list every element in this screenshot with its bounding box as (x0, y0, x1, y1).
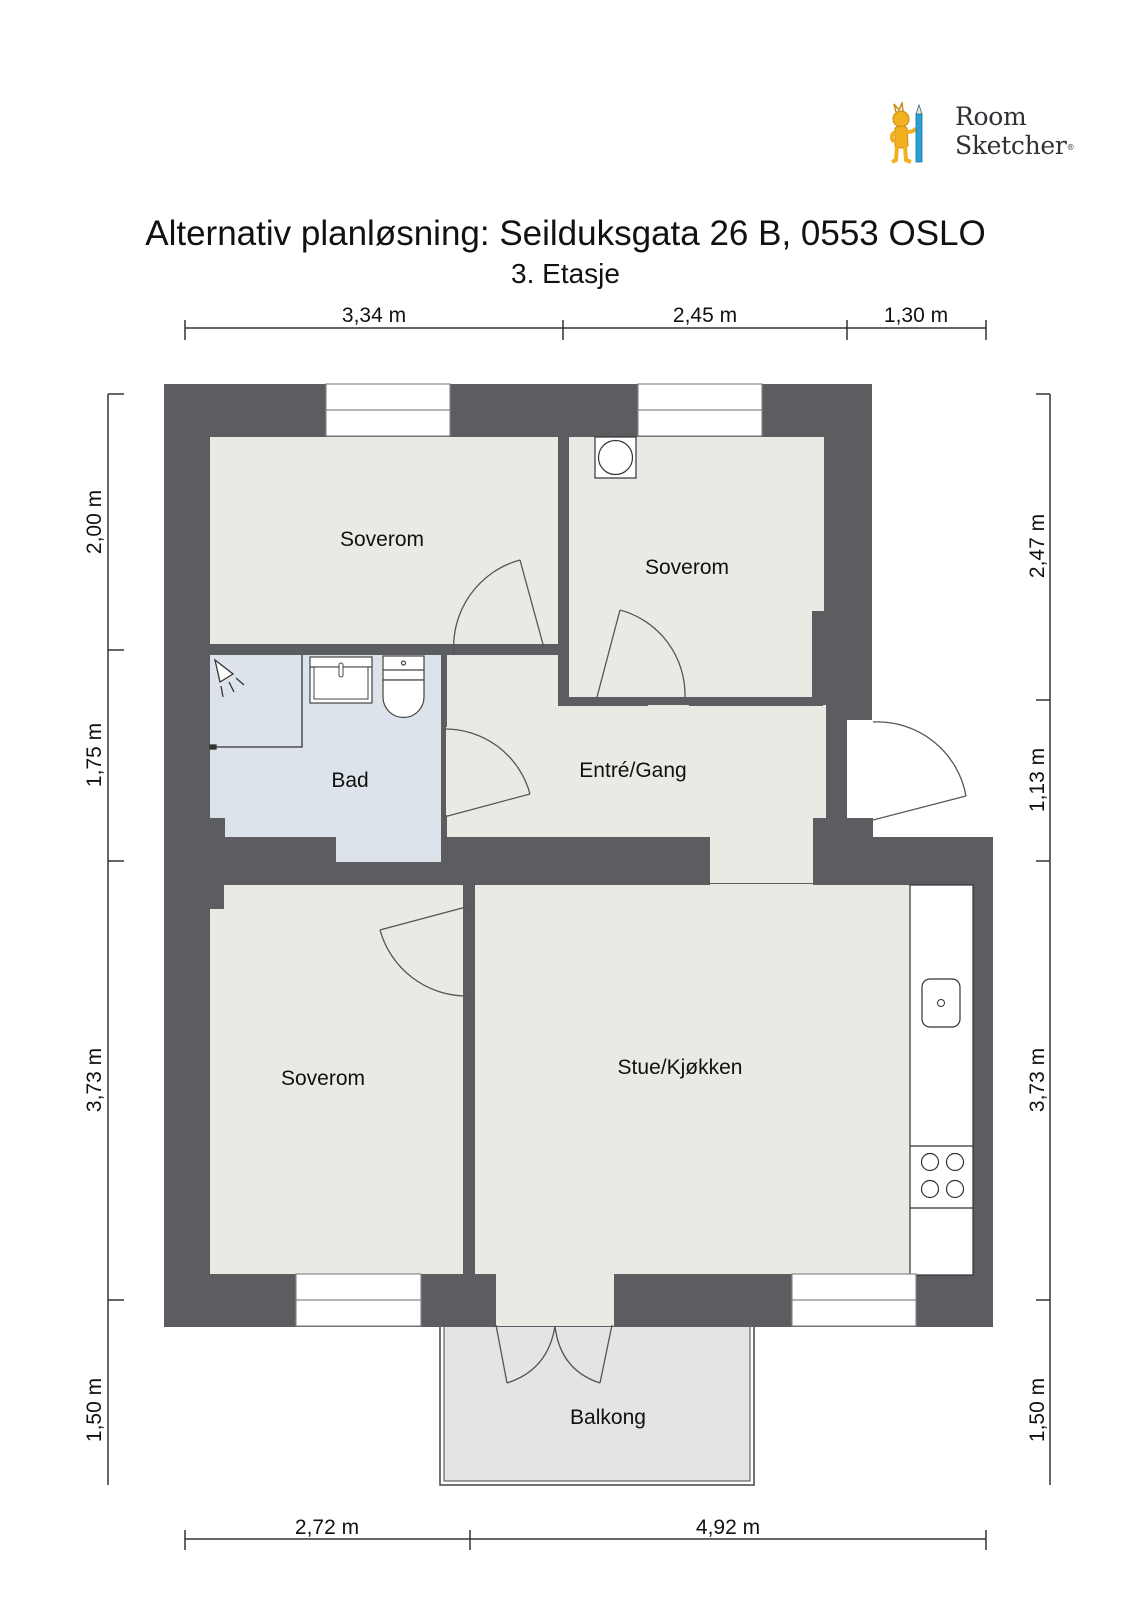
sink-icon (309, 656, 373, 704)
dim-left-4: 1,50 m (83, 1378, 106, 1442)
dim-bottom-2: 4,92 m (696, 1516, 760, 1539)
room-label-bedroom-1: Soverom (340, 528, 424, 551)
room-floor-bedroom-2 (569, 437, 824, 697)
dimension-top (184, 320, 987, 340)
room-label-balcony: Balkong (570, 1406, 646, 1429)
room-label-living-kitchen: Stue/Kjøkken (618, 1056, 743, 1079)
dim-top-2: 2,45 m (673, 304, 737, 327)
door-bedroom-1 (452, 559, 545, 656)
door-bedroom-2 (596, 609, 686, 698)
dim-right-2: 1,13 m (1026, 748, 1049, 812)
cooktop-icon (910, 1145, 973, 1209)
dim-bottom-1: 2,72 m (295, 1516, 359, 1539)
logo-wordmark: Room Sketcher® (955, 102, 1075, 160)
dim-right-1: 2,47 m (1026, 514, 1049, 578)
doors (379, 559, 967, 1384)
dimension-bottom (184, 1530, 987, 1550)
floors (210, 437, 910, 1326)
toilet-icon (382, 655, 425, 719)
logo-line2: Sketcher (955, 131, 1067, 160)
room-floor-bedroom-3 (210, 885, 463, 1274)
dim-right-3: 3,73 m (1026, 1048, 1049, 1112)
room-floor-living-kitchen (475, 884, 910, 1274)
room-floor-hallway (446, 655, 826, 883)
room-label-bathroom: Bad (331, 769, 368, 792)
dim-right-4: 1,50 m (1026, 1378, 1049, 1442)
door-bedroom-3 (379, 906, 467, 997)
page-title: Alternativ planløsning: Seilduksgata 26 … (145, 214, 986, 253)
dim-top-3: 1,30 m (884, 304, 948, 327)
room-label-bedroom-3: Soverom (281, 1067, 365, 1090)
washing-machine-icon (594, 436, 637, 479)
wall-details (210, 437, 873, 1275)
kitchen-sink-icon (921, 978, 961, 1028)
roomsketcher-mascot-pencil-icon (890, 102, 923, 164)
door-bathroom (443, 728, 531, 818)
kitchen-counter (909, 884, 974, 1276)
balcony (439, 1324, 755, 1486)
roomsketcher-logo: Room Sketcher® (890, 102, 1085, 172)
dim-top-1: 3,34 m (342, 304, 406, 327)
door-entrance (872, 721, 967, 821)
room-label-bedroom-2: Soverom (645, 556, 729, 579)
room-floor-bathroom (210, 655, 441, 862)
windows (295, 383, 917, 1327)
logo-line1: Room (955, 102, 1027, 131)
room-label-hallway: Entré/Gang (579, 759, 686, 782)
room-floor-bedroom-1 (210, 437, 558, 644)
dim-left-3: 3,73 m (83, 1048, 106, 1112)
dim-left-1: 2,00 m (83, 490, 106, 554)
dim-left-2: 1,75 m (83, 723, 106, 787)
dimension-right (1036, 393, 1051, 1485)
shower-icon (209, 655, 303, 750)
door-balcony (495, 1324, 613, 1384)
registered-mark: ® (1066, 143, 1075, 152)
dimension-left (107, 393, 124, 1485)
floor-subtitle: 3. Etasje (511, 258, 620, 289)
